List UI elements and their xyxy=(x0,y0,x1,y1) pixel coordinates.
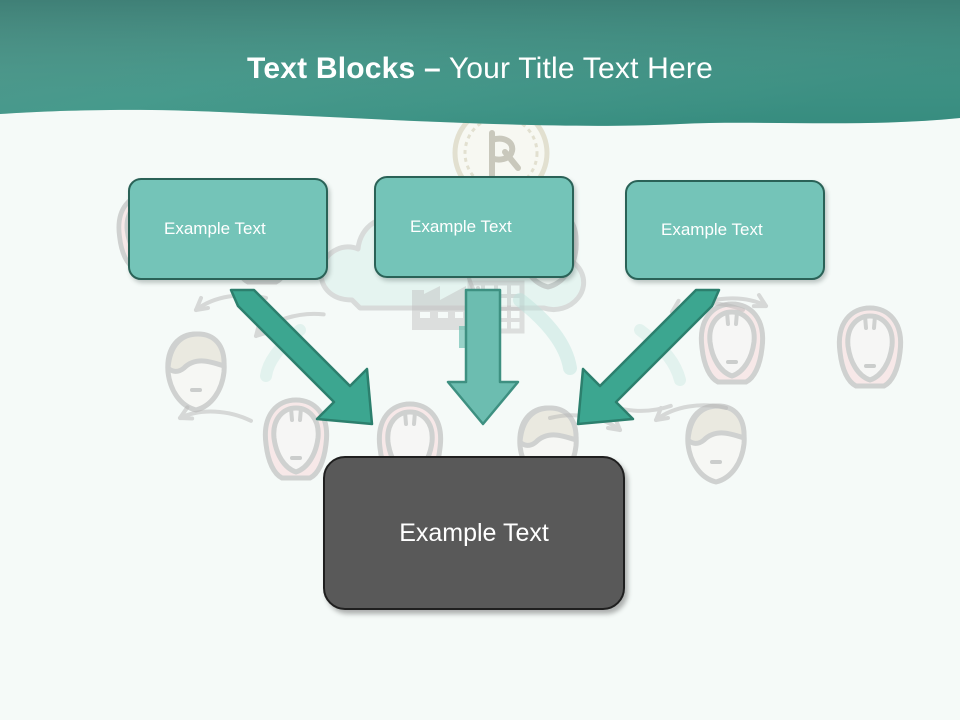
result-block-label: Example Text xyxy=(399,519,549,547)
page-title-regular: Your Title Text Here xyxy=(440,52,713,85)
text-block-1[interactable]: Example Text xyxy=(128,178,328,280)
page-title-bold: Text Blocks – xyxy=(247,52,441,85)
text-block-3-label: Example Text xyxy=(661,220,763,239)
arrow-left-diagonal xyxy=(229,288,374,426)
result-block[interactable]: Example Text xyxy=(323,456,625,610)
header-banner xyxy=(0,0,960,126)
text-block-2-label: Example Text xyxy=(410,217,512,236)
text-block-2[interactable]: Example Text xyxy=(374,176,574,278)
text-block-1-label: Example Text xyxy=(164,219,266,238)
page-title: Text Blocks – Your Title Text Here xyxy=(0,52,960,86)
arrow-right-diagonal xyxy=(576,288,721,426)
text-block-3[interactable]: Example Text xyxy=(625,180,825,280)
arrow-center-down xyxy=(446,288,520,426)
